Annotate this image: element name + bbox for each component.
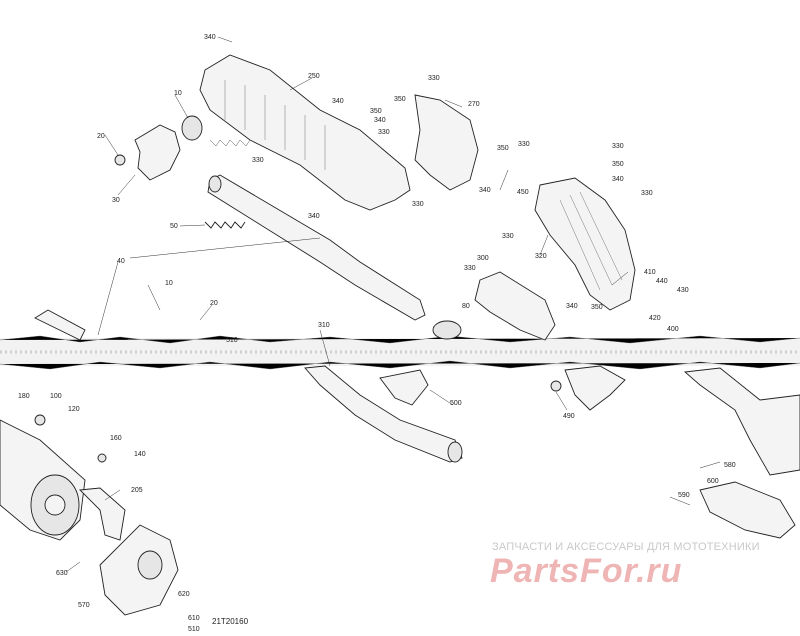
callout: 590 bbox=[678, 492, 690, 499]
callout: 620 bbox=[178, 591, 190, 598]
callout: 340 bbox=[332, 98, 344, 105]
callout: 500 bbox=[450, 400, 462, 407]
elbow-30 bbox=[134, 124, 181, 181]
callout: 340 bbox=[479, 187, 491, 194]
pipe-310-end bbox=[447, 441, 463, 463]
bracket-300 bbox=[474, 271, 556, 341]
callout: 400 bbox=[667, 326, 679, 333]
callout: 350 bbox=[591, 304, 603, 311]
callout: 600 bbox=[707, 478, 719, 485]
nut-20 bbox=[114, 154, 126, 166]
callout: 350 bbox=[394, 96, 406, 103]
spring-50-bottom bbox=[204, 221, 246, 229]
callout: 80 bbox=[462, 303, 470, 310]
bracket-410-lower bbox=[564, 365, 626, 411]
bracket-500 bbox=[379, 369, 429, 406]
callout: 410 bbox=[644, 269, 656, 276]
pipe-80 bbox=[432, 320, 462, 340]
muffler-guard-600 bbox=[699, 481, 796, 539]
callout: 580 bbox=[724, 462, 736, 469]
callout: 570 bbox=[78, 602, 90, 609]
leader-lines bbox=[65, 36, 721, 573]
callout: 630 bbox=[56, 570, 68, 577]
callout: 610 bbox=[188, 615, 200, 622]
callout: 330 bbox=[612, 143, 624, 150]
callout: 330 bbox=[378, 129, 390, 136]
pipe-40-end bbox=[208, 175, 222, 193]
callout: 10 bbox=[174, 90, 182, 97]
callout: 340 bbox=[374, 117, 386, 124]
callout: 330 bbox=[502, 233, 514, 240]
bracket-270 bbox=[414, 94, 479, 191]
callout: 160 bbox=[110, 435, 122, 442]
nut-490 bbox=[550, 380, 562, 392]
pipe-40 bbox=[207, 174, 426, 321]
watermark-caption: ЗАПЧАСТИ И АКСЕССУАРЫ ДЛЯ МОТОТЕХНИКИ bbox=[492, 541, 760, 553]
callout: 330 bbox=[641, 190, 653, 197]
callout: 10 bbox=[165, 280, 173, 287]
pipe-310 bbox=[304, 365, 463, 463]
callout: 205 bbox=[131, 487, 143, 494]
washer-160 bbox=[97, 453, 107, 463]
callout: 350 bbox=[612, 161, 624, 168]
callout: 20 bbox=[97, 133, 105, 140]
tear-band bbox=[0, 335, 800, 370]
callout: 330 bbox=[518, 141, 530, 148]
callout: 270 bbox=[468, 101, 480, 108]
callout: 340 bbox=[612, 176, 624, 183]
callout: 100 bbox=[50, 393, 62, 400]
guard-opening bbox=[137, 550, 163, 580]
callout: 440 bbox=[656, 278, 668, 285]
diagram-code: 21T20160 bbox=[212, 617, 249, 626]
callout: 40 bbox=[117, 258, 125, 265]
muffler-outlet bbox=[44, 494, 66, 516]
spring-50-top bbox=[209, 139, 251, 147]
callout: 330 bbox=[428, 75, 440, 82]
callout: 120 bbox=[68, 406, 80, 413]
outlet-left-top bbox=[34, 309, 86, 341]
muffler-580 bbox=[683, 367, 800, 476]
callout: 450 bbox=[517, 189, 529, 196]
callout: 330 bbox=[464, 265, 476, 272]
callout: 350 bbox=[370, 108, 382, 115]
callout: 310 bbox=[318, 322, 330, 329]
callout: 340 bbox=[204, 34, 216, 41]
callout: 20 bbox=[210, 300, 218, 307]
callout: 350 bbox=[497, 145, 509, 152]
bracket-205 bbox=[79, 487, 126, 541]
callout: 430 bbox=[677, 287, 689, 294]
callout: 300 bbox=[477, 255, 489, 262]
watermark-logo: PartsFor.ru bbox=[490, 552, 683, 590]
callout: 490 bbox=[563, 413, 575, 420]
callout: 510 bbox=[226, 337, 238, 344]
callout: 140 bbox=[134, 451, 146, 458]
washer-100 bbox=[34, 414, 46, 426]
callout: 330 bbox=[252, 157, 264, 164]
callout: 320 bbox=[535, 253, 547, 260]
callout-labels: 340 250 330 340 350 350 270 10 330 20 34… bbox=[18, 34, 736, 633]
callout: 340 bbox=[308, 213, 320, 220]
callout: 340 bbox=[566, 303, 578, 310]
callout: 50 bbox=[170, 223, 178, 230]
callout: 330 bbox=[412, 201, 424, 208]
gasket-10 bbox=[181, 115, 203, 141]
callout: 420 bbox=[649, 315, 661, 322]
shield-320 bbox=[534, 177, 636, 311]
callout: 510 bbox=[188, 626, 200, 633]
callout: 250 bbox=[308, 73, 320, 80]
callout: 30 bbox=[112, 197, 120, 204]
callout: 180 bbox=[18, 393, 30, 400]
